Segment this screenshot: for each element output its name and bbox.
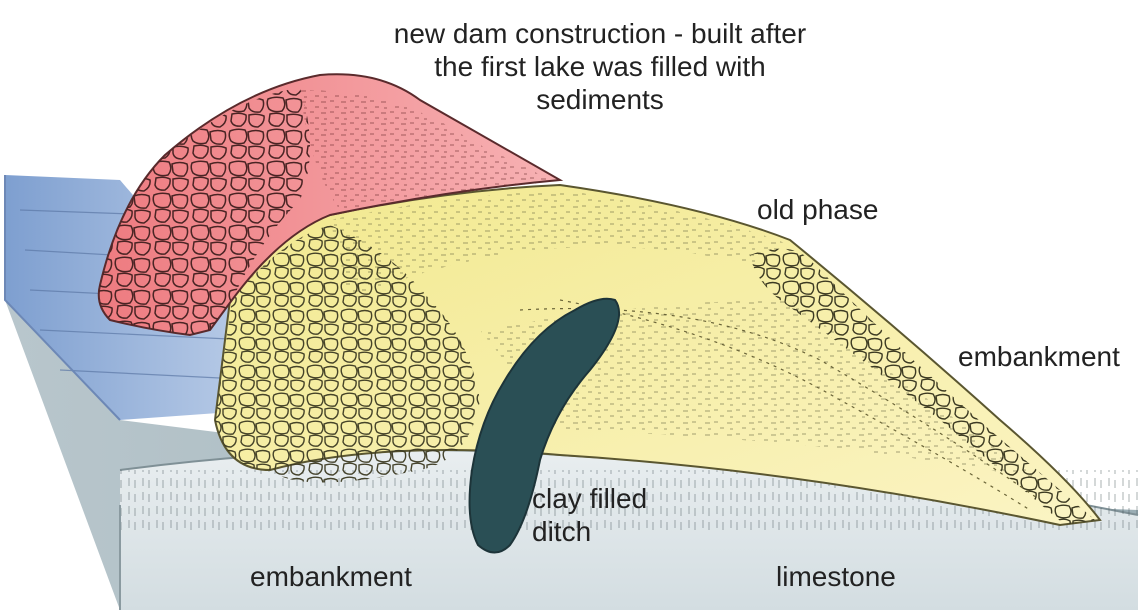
new-dam-label-line2: the first lake was filled with <box>380 50 820 83</box>
new-dam-label-line1: new dam construction - built after <box>380 17 820 50</box>
clay-ditch-label-line1: clay filled <box>532 482 647 515</box>
limestone-label: limestone <box>776 560 896 593</box>
clay-ditch-label-line2: ditch <box>532 515 647 548</box>
new-dam-label: new dam construction - built after the f… <box>380 17 820 116</box>
new-dam-label-line3: sediments <box>380 83 820 116</box>
embankment-left-label: embankment <box>250 560 412 593</box>
clay-ditch-label: clay filled ditch <box>532 482 647 548</box>
old-phase-label: old phase <box>757 193 878 226</box>
embankment-right-label: embankment <box>958 340 1120 373</box>
